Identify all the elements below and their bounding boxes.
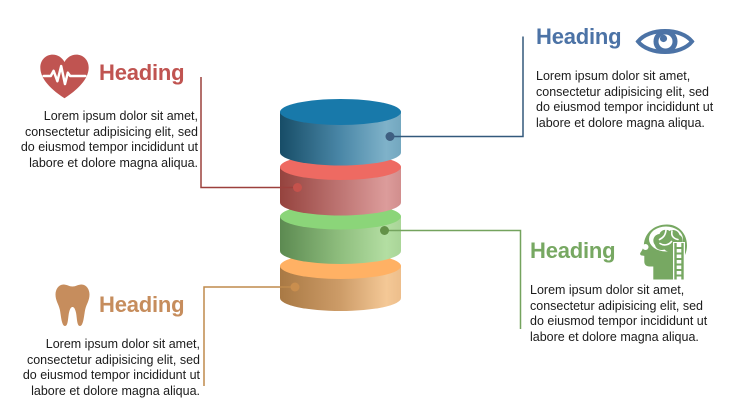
section-heading-bottom-left: Heading — [99, 292, 185, 317]
section-body-bottom-left: Lorem ipsum dolor sit amet, consectetur … — [22, 337, 200, 398]
connector-top-left — [200, 77, 298, 189]
dot-bottom-left — [290, 282, 300, 292]
connector-lines — [200, 36, 524, 386]
connector-bottom-right — [384, 229, 522, 329]
section-body-top-right: Lorem ipsum dolor sit amet, consectetur … — [536, 69, 714, 130]
dot-top-left — [293, 183, 302, 192]
connector-bottom-left — [203, 286, 295, 386]
eye-pupil — [659, 34, 668, 43]
section-heading-top-left: Heading — [99, 60, 185, 85]
dot-top-right — [385, 132, 395, 141]
connector-top-right — [390, 36, 524, 138]
head-dot — [642, 244, 649, 250]
tooth-icon — [55, 284, 90, 326]
section-body-bottom-right: Lorem ipsum dolor sit amet, consectetur … — [530, 283, 708, 344]
heart-pulse-icon — [40, 54, 89, 99]
brain-folds — [658, 229, 679, 246]
dot-bottom-right — [380, 226, 389, 235]
head-brain-icon — [640, 224, 687, 280]
connector-dots — [290, 132, 395, 292]
cylinder-layer-1 — [280, 99, 401, 166]
eye-icon — [635, 29, 695, 54]
ekg-pulse-line — [42, 64, 87, 86]
section-body-top-left: Lorem ipsum dolor sit amet, consectetur … — [20, 109, 198, 170]
section-heading-top-right: Heading — [536, 24, 622, 49]
ladder — [674, 243, 684, 280]
section-heading-bottom-right: Heading — [530, 238, 616, 263]
